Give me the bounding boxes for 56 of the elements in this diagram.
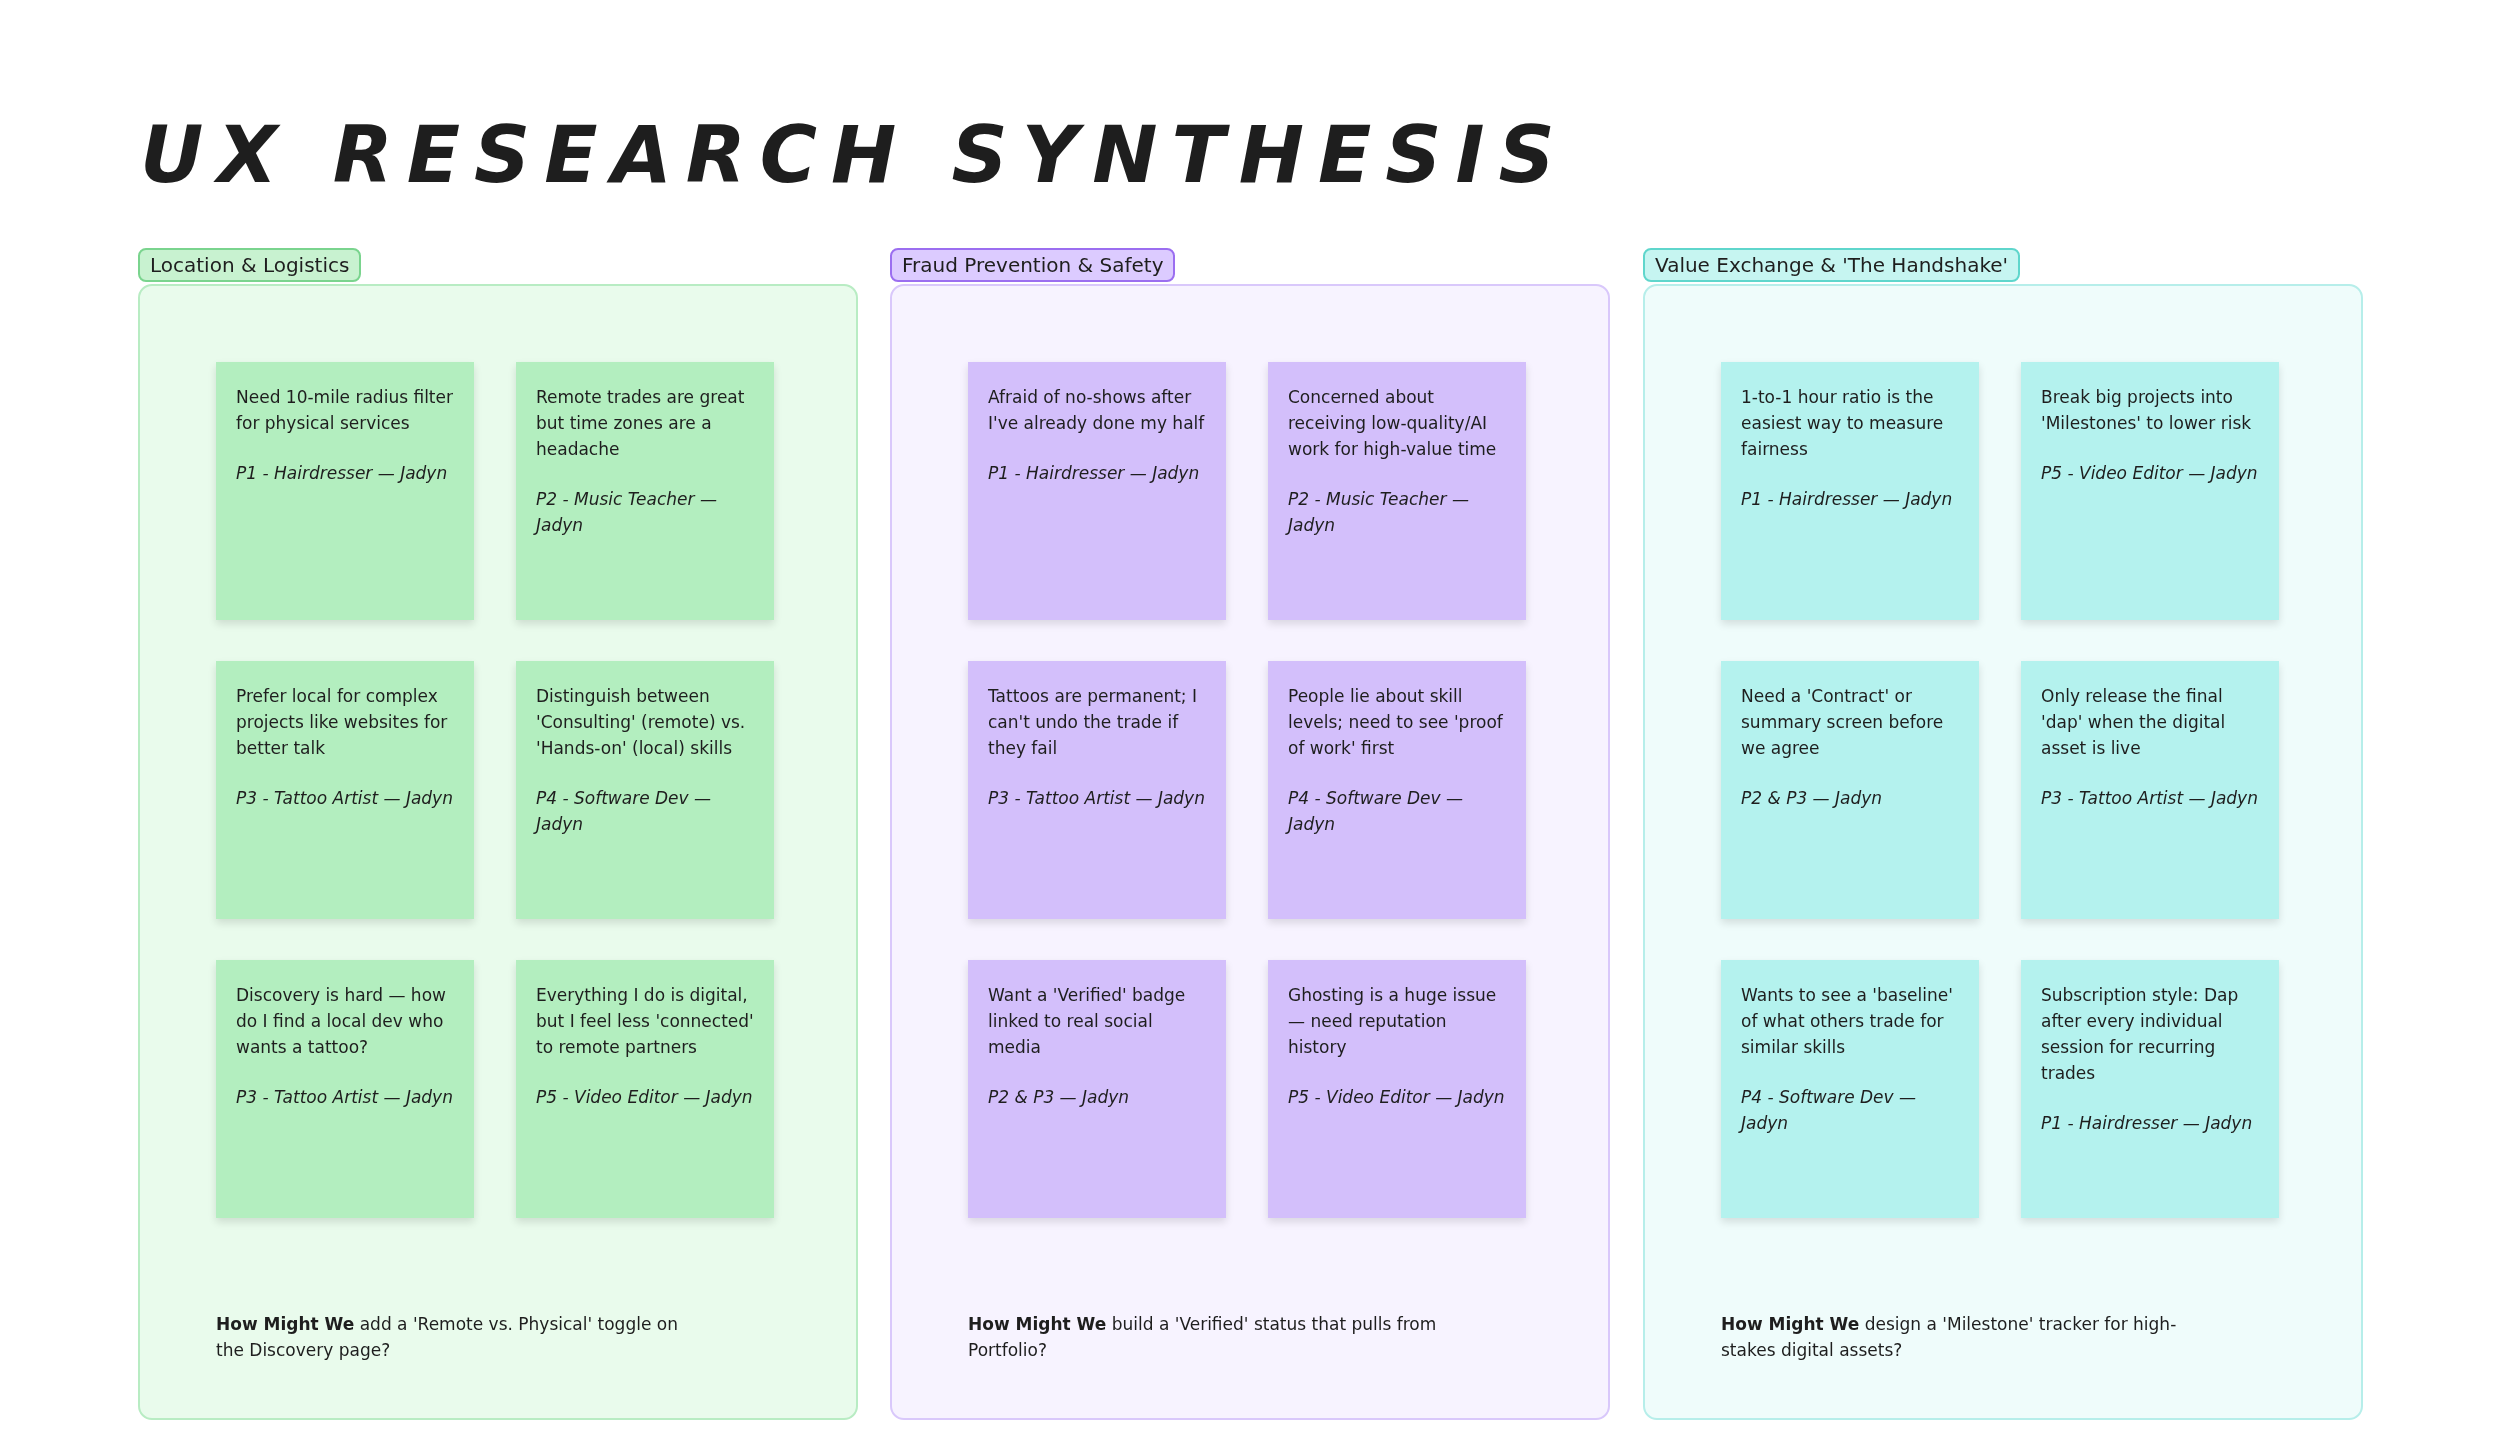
note-text: Discovery is hard — how do I find a local dev who wants a tattoo? <box>236 984 447 1059</box>
note-text: Everything I do is digital, but I feel less 'connected' to remote partners <box>536 984 754 1059</box>
sticky-note <box>216 362 474 620</box>
sticky-note <box>968 661 1226 919</box>
participant-attribution: P5 - Video Editor — Jadyn <box>2041 462 2259 485</box>
note-text: Wants to see a 'baseline' of what others trade for similar skills <box>1741 984 1954 1059</box>
participant-attribution: P2 & P3 — Jadyn <box>988 1086 1131 1109</box>
participant-attribution: P5 - Video Editor — Jadyn <box>1288 1086 1506 1109</box>
sticky-note <box>1268 661 1526 919</box>
note-text: Want a 'Verified' badge linked to real social media <box>988 984 1187 1059</box>
cluster-heading: Location & Logistics <box>138 248 362 282</box>
note-text: 1-to-1 hour ratio is the easiest way to measure fairness <box>1741 386 1945 461</box>
sticky-note <box>2021 661 2279 919</box>
cluster-heading: Fraud Prevention & Safety <box>890 248 1176 282</box>
note-text: Tattoos are permanent; I can't undo the trade if they fail <box>988 685 1198 760</box>
how-might-we-prompt: How Might We build a 'Verified' status that pulls from Portfolio? <box>968 1313 1438 1362</box>
note-text: Need a 'Contract' or summary screen before we agree <box>1741 685 1945 760</box>
participant-attribution: P3 - Tattoo Artist — Jadyn <box>2041 787 2259 810</box>
note-text: Ghosting is a huge issue — need reputation history <box>1288 984 1498 1059</box>
note-text: Concerned about receiving low-quality/AI work for high-value time <box>1288 386 1498 461</box>
note-text: Need 10-mile radius filter for physical services <box>236 386 454 435</box>
cluster-heading: Value Exchange & 'The Handshake' <box>1643 248 2021 282</box>
sticky-note <box>2021 362 2279 620</box>
note-text: People lie about skill levels; need to see 'proof of work' first <box>1288 685 1504 760</box>
sticky-note <box>2021 960 2279 1218</box>
how-might-we-prompt: How Might We design a 'Milestone' tracker for high-stakes digital assets? <box>1721 1313 2178 1362</box>
note-text: Subscription style: Dap after every individual session for recurring trades <box>2041 984 2240 1085</box>
participant-attribution: P3 - Tattoo Artist — Jadyn <box>236 787 454 810</box>
participant-attribution: P5 - Video Editor — Jadyn <box>536 1086 754 1109</box>
title: UX RESEARCH SYNTHESIS <box>140 110 1569 200</box>
sticky-note <box>1268 362 1526 620</box>
note-text: Afraid of no-shows after I've already done my half <box>988 386 1206 435</box>
participant-attribution: P3 - Tattoo Artist — Jadyn <box>988 787 1206 810</box>
note-text: Only release the final 'dap' when the digital asset is live <box>2041 685 2227 760</box>
sticky-note <box>1721 661 1979 919</box>
note-text: Prefer local for complex projects like websites for better talk <box>236 685 449 760</box>
participant-attribution: P2 & P3 — Jadyn <box>1741 787 1884 810</box>
sticky-note <box>1268 960 1526 1218</box>
sticky-note <box>516 960 774 1218</box>
note-text: Break big projects into 'Milestones' to lower risk <box>2041 386 2253 435</box>
sticky-note <box>968 362 1226 620</box>
sticky-note <box>516 661 774 919</box>
participant-attribution: P1 - Hairdresser — Jadyn <box>988 462 1201 485</box>
sticky-note <box>968 960 1226 1218</box>
participant-attribution: P1 - Hairdresser — Jadyn <box>236 462 449 485</box>
sticky-note <box>1721 960 1979 1218</box>
participant-attribution: P1 - Hairdresser — Jadyn <box>1741 488 1954 511</box>
sticky-note <box>1721 362 1979 620</box>
sticky-note <box>216 960 474 1218</box>
note-text: Remote trades are great but time zones are a headache <box>536 386 746 461</box>
sticky-note <box>516 362 774 620</box>
how-might-we-prompt: How Might We add a 'Remote vs. Physical' toggle on the Discovery page? <box>216 1313 679 1362</box>
participant-attribution: P3 - Tattoo Artist — Jadyn <box>236 1086 454 1109</box>
sticky-note <box>216 661 474 919</box>
participant-attribution: P1 - Hairdresser — Jadyn <box>2041 1112 2254 1135</box>
note-text: Distinguish between 'Consulting' (remote) vs. 'Hands-on' (local) skills <box>536 685 747 760</box>
